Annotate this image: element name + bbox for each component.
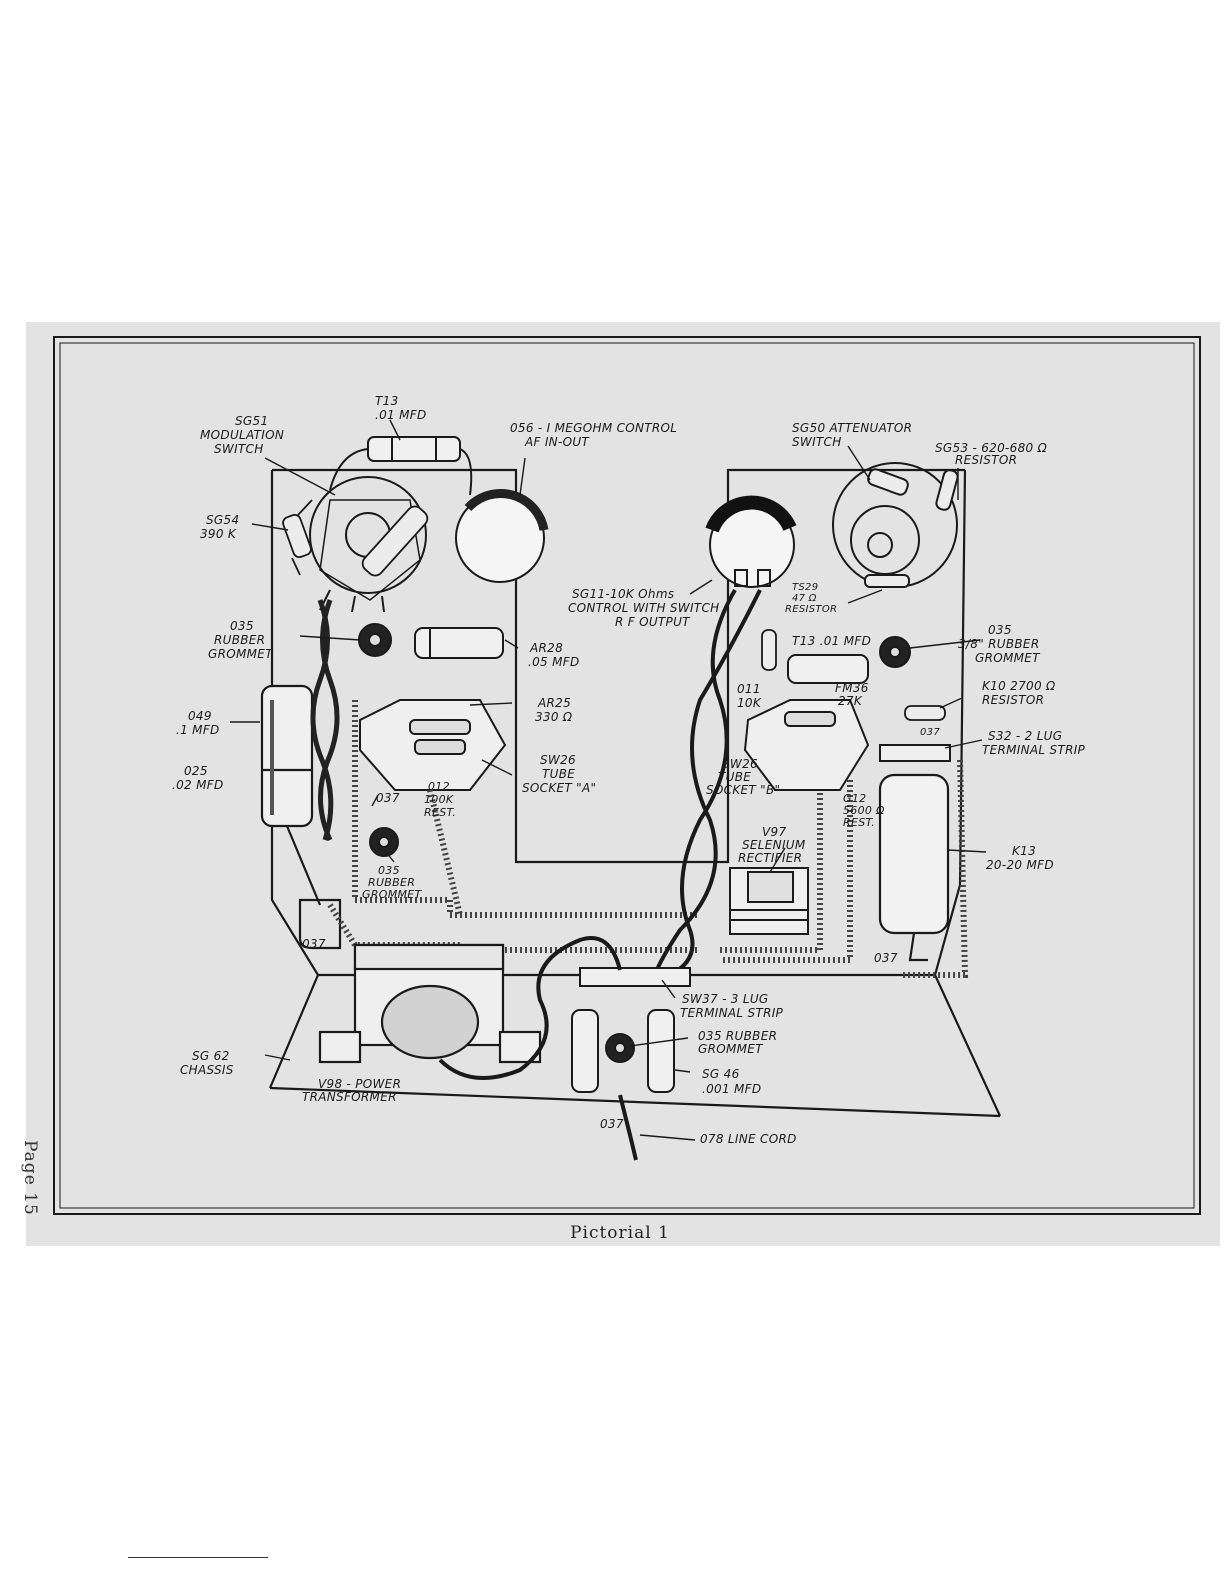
capacitor-ar28 — [414, 627, 504, 659]
selenium-rectifier — [729, 867, 809, 935]
attenuator-switch — [832, 462, 959, 588]
capacitors-sg46 — [571, 1009, 675, 1093]
leader-lines — [230, 419, 987, 1141]
tube-socket-a — [359, 699, 507, 791]
tube-socket-b — [743, 699, 870, 791]
footnote-rule — [128, 1557, 268, 1558]
control-sg11 — [705, 495, 797, 588]
label-o37-c: 037 — [920, 727, 940, 738]
grommet-mid — [369, 827, 399, 857]
label-o37-b: 037 — [302, 937, 326, 951]
shielded-wiring — [327, 700, 969, 978]
frame-inner — [59, 342, 1195, 1209]
label-o37-a: 037 — [376, 791, 400, 805]
capacitor-t13-right — [787, 654, 869, 684]
control-o56 — [455, 489, 549, 583]
grommet-bottom — [605, 1033, 635, 1063]
label-sg46: SG 46.001 MFD — [702, 1067, 761, 1096]
capacitor-o49 — [260, 684, 322, 906]
label-o37-e: 037 — [600, 1117, 624, 1131]
resistor-o11 — [761, 629, 777, 671]
resistor-diagonal-left — [361, 505, 429, 577]
label-t13-top: T13.01 MFD — [375, 394, 427, 422]
label-o37-d: 037 — [874, 951, 898, 965]
label-o78: 078 LINE CORD — [700, 1132, 797, 1146]
diagram-plate — [26, 322, 1220, 1246]
terminal-strip-s32 — [879, 744, 951, 762]
label-t13-right: T13 .01 MFD — [792, 634, 871, 648]
power-transformer — [318, 943, 542, 1064]
capacitor-t13-top — [329, 436, 473, 496]
line-cord — [618, 1094, 638, 1161]
label-o25: 025.02 MFD — [172, 764, 224, 792]
twisted-wire-left — [310, 599, 334, 841]
label-ar28: AR28.05 MFD — [528, 641, 580, 669]
page-number: Page 15 — [20, 1140, 40, 1216]
grommet-left — [358, 623, 392, 657]
figure-caption: Pictorial 1 — [570, 1223, 670, 1243]
capacitor-k13 — [878, 773, 950, 962]
resistor-sg54 — [282, 499, 313, 576]
resistor-k10 — [904, 705, 946, 721]
grommet-right — [879, 636, 911, 668]
terminal-strip-sw37 — [579, 967, 691, 987]
modulation-switch — [309, 476, 427, 613]
label-o49: 049.1 MFD — [176, 709, 220, 737]
twisted-wire-bottom — [438, 936, 622, 1080]
frame-outer — [53, 336, 1201, 1215]
